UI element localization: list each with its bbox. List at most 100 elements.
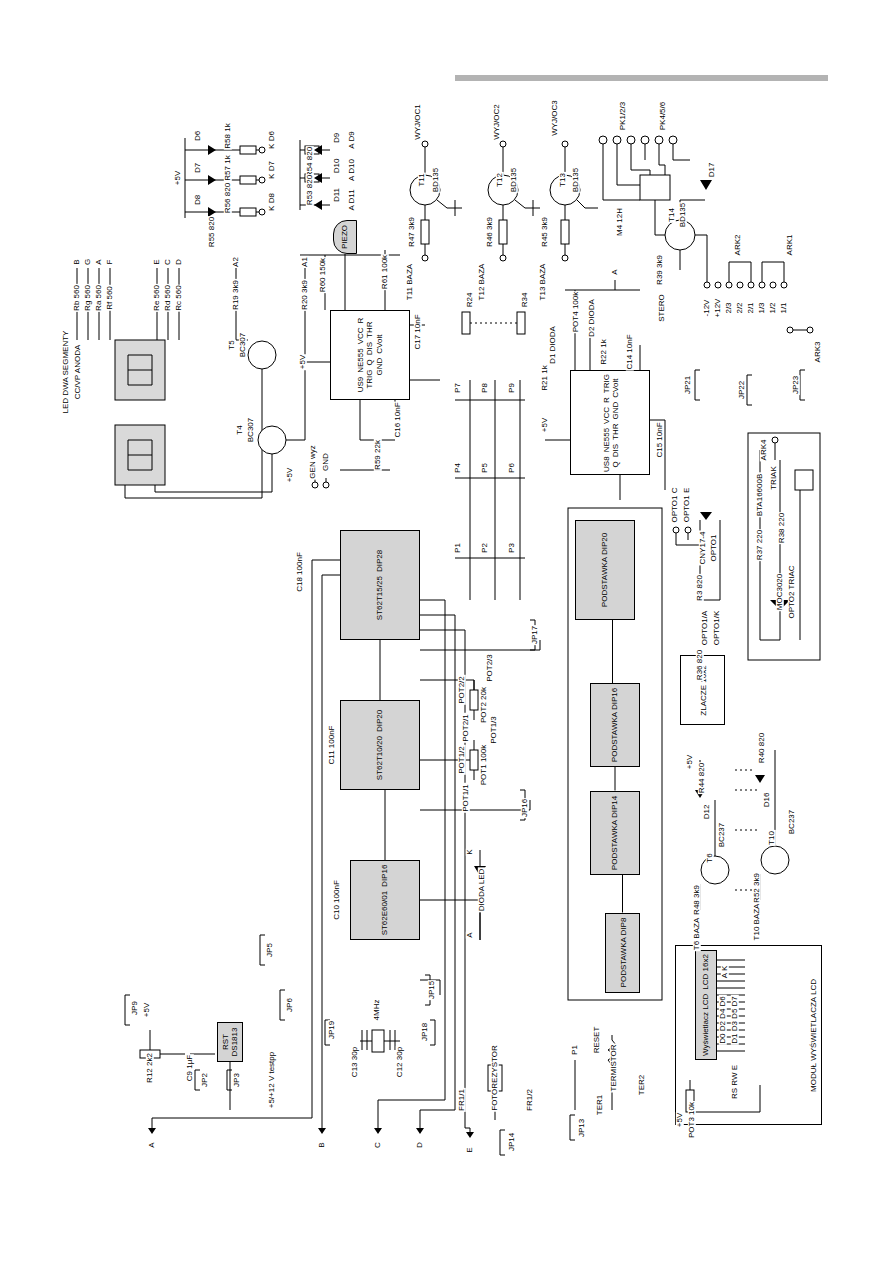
part-label: R37 220: [756, 529, 764, 561]
part-label: B: [318, 1141, 326, 1148]
terminal: [655, 136, 663, 144]
part-label: T14: [668, 207, 676, 223]
wire: [690, 1080, 760, 1112]
part-label: T11 BAZA: [406, 263, 414, 301]
part-label: 1/1: [780, 301, 788, 314]
transistor-symbol: [258, 426, 286, 454]
part-label: P7: [454, 382, 462, 394]
part-label: WYJ/OC3: [551, 99, 559, 137]
wire: [300, 140, 330, 210]
terminal: [726, 282, 732, 288]
part-label: D7: [194, 162, 202, 174]
part-label: JP13: [578, 1118, 586, 1138]
text-frame: US8NE555VCCRTRIGQDISTHRGNDCVolt: [571, 371, 649, 474]
component-label: Q: [365, 359, 374, 365]
part-label: C12 30p: [396, 1046, 404, 1078]
part-label: R34: [521, 292, 529, 309]
display-symbol: [115, 340, 165, 485]
component-label: MODUŁ WYŚWIETLACZA LCD: [808, 979, 817, 1092]
part-label: +5V: [143, 1002, 151, 1018]
terminal: [737, 282, 743, 288]
component-label: VCC: [356, 327, 365, 344]
text-frame: RSTDS1813: [218, 1023, 242, 1061]
resistor-symbol: [499, 220, 507, 244]
part-label: ARK1: [786, 234, 794, 257]
terminal: [673, 527, 679, 533]
part-label: C18 100nF: [296, 551, 304, 593]
arrow-head: [148, 1128, 474, 1138]
part-label: D1 DIODA: [549, 325, 557, 365]
part-label: R46 3k9: [486, 216, 494, 248]
component-label: US8: [601, 456, 610, 472]
part-label: K D6: [268, 130, 276, 150]
wire-connector: [345, 254, 346, 310]
part-label: R3 820: [696, 574, 704, 602]
part-label: C10 100nF: [333, 879, 341, 921]
part-label: JP15: [428, 980, 436, 1000]
part-label: C: [164, 258, 172, 266]
ic-chip: ST62E60/01DIP16: [350, 860, 420, 940]
part-label: Rd 560: [164, 284, 172, 312]
part-label: R22 1k: [600, 338, 608, 365]
terminal: [627, 136, 635, 144]
part-label: R12 2k2: [146, 1052, 154, 1084]
part-label: Rg 560: [84, 284, 92, 312]
component-label: PODSTAWKA DIP20: [600, 533, 609, 607]
text-frame: PODSTAWKA DIP14: [591, 792, 639, 874]
part-label: D: [416, 1141, 424, 1149]
resistor-symbol: [561, 220, 569, 244]
terminal: [312, 482, 318, 488]
part-label: JP3: [233, 1072, 241, 1088]
part-label: G: [84, 258, 92, 266]
part-label: D17: [708, 162, 716, 179]
terminal: [807, 327, 813, 333]
component-label: THR: [610, 423, 619, 439]
part-label: D16: [763, 792, 771, 809]
part-label: R56 820: [224, 182, 232, 214]
component-label: PODSTAWKA DIP8: [618, 918, 627, 988]
component-label: GND: [375, 358, 384, 376]
ic-socket: PODSTAWKA DIP20: [575, 520, 635, 620]
wire-connector: [615, 767, 616, 791]
wire-connector: [622, 875, 623, 913]
part-label: A D11: [348, 188, 356, 211]
part-label: C17 10nF: [414, 313, 422, 350]
text-frame: PODSTAWKA DIP8: [606, 914, 639, 992]
part-label: POT1/2: [458, 745, 466, 775]
wire: [470, 323, 517, 324]
part-label: K D7: [268, 160, 276, 180]
part-label: STERO: [658, 293, 666, 323]
part-label: LED DWA SEGMENTY: [62, 330, 70, 415]
part-label: C9 1µF: [186, 1054, 194, 1082]
header-bar: [455, 75, 828, 81]
component-label: ST62T10/20: [375, 736, 384, 780]
terminal: [422, 141, 428, 147]
resistor-symbol: [240, 176, 256, 184]
part-label: +5V: [686, 754, 694, 770]
part-label: T13 BAZA: [539, 263, 547, 302]
part-label: R44 820: [698, 762, 706, 794]
part-label: BC307: [239, 332, 247, 358]
part-label: POT1 100k: [480, 744, 488, 786]
component-label: DIS: [610, 443, 619, 456]
terminal: [599, 136, 607, 144]
wire-connector: [385, 790, 386, 860]
terminal: [685, 527, 691, 533]
component-label: CVolt: [610, 378, 619, 397]
part-label: MOC3020: [776, 573, 784, 611]
part-label: FR1/2: [526, 1088, 534, 1112]
part-label: P1: [571, 1044, 579, 1056]
part-label: TER2: [638, 1074, 646, 1096]
text-frame: ST62T15/25DIP28: [341, 531, 419, 639]
part-label: ARK3: [814, 341, 822, 364]
part-label: POT3 10k: [688, 1101, 696, 1139]
part-label: R36 820: [696, 649, 704, 681]
part-label: R52 3k9: [753, 872, 761, 904]
module-frame: [568, 508, 662, 1000]
part-label: T10 BAZA: [753, 903, 761, 942]
module-frame: [568, 433, 820, 1000]
part-label: D: [175, 258, 183, 266]
component-label: TRIG: [365, 369, 374, 388]
part-label: A2: [232, 256, 240, 268]
